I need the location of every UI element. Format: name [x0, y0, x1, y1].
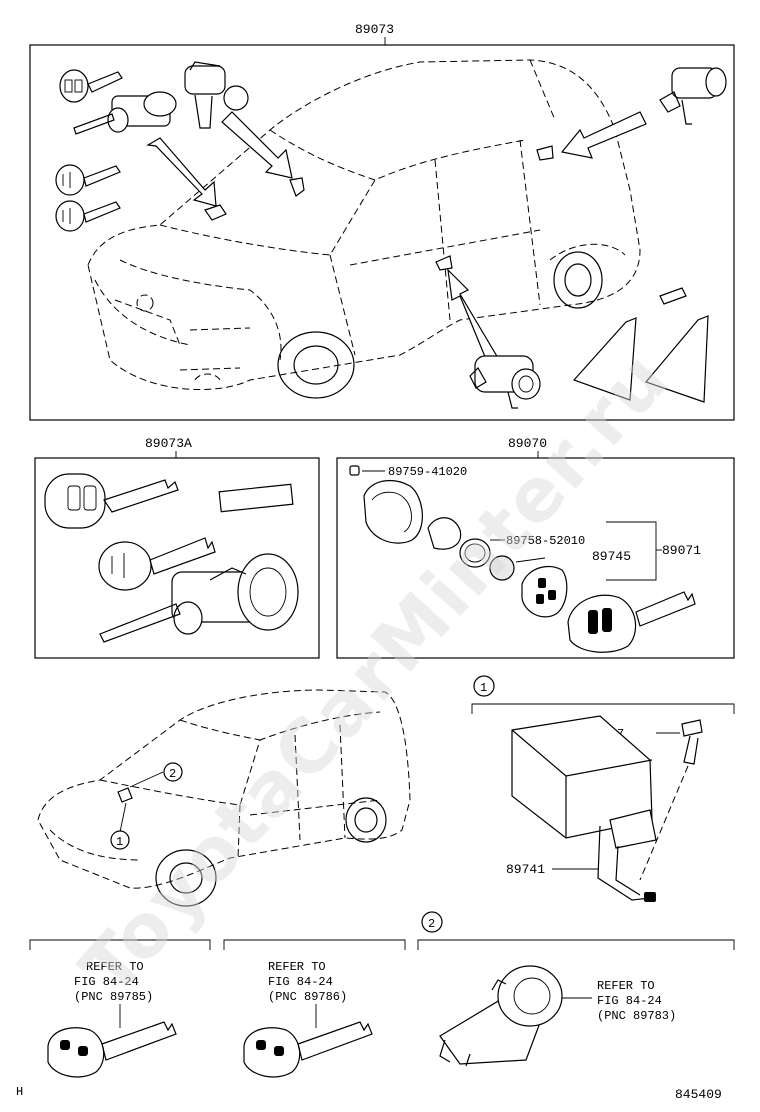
refer-2-line2: FIG 84-24: [268, 975, 333, 989]
section-bottom-strip: 2 REFER TO FIG 84-24 (PNC 89785) REFER T…: [16, 911, 735, 1102]
key-icon: [55, 164, 121, 196]
frame-89070: [336, 457, 735, 659]
triangle-plate-icon: [572, 317, 637, 401]
o-ring-icon: [459, 538, 491, 568]
refer-3-line1: REFER TO: [597, 979, 655, 993]
refer-2-line3: (PNC 89786): [268, 990, 347, 1004]
code-plate-icon: [218, 483, 294, 513]
callout-circle-2: [163, 762, 183, 782]
diagram-code: 845409: [675, 1087, 722, 1102]
detail-circle-1-label: 1: [480, 681, 487, 695]
refer-3-line2: FIG 84-24: [597, 994, 662, 1008]
ignition-cylinder-icon: [73, 91, 177, 135]
key-icon: [47, 1021, 177, 1078]
section-detail-1: 1 90159-60547 89741: [471, 675, 735, 902]
sensor-icon: [117, 787, 133, 803]
callout-circle-1: [110, 830, 130, 850]
ignition-cylinder-icon: [99, 553, 299, 643]
lock-switch-icon: [435, 255, 453, 271]
refer-1-line1: REFER TO: [86, 960, 144, 974]
bracket-refer-1: [29, 939, 211, 950]
arrow-icon: [447, 268, 499, 365]
bracket-detail-2: [417, 939, 735, 950]
refer-note-1: REFER TO FIG 84-24 (PNC 89785): [74, 960, 153, 1028]
key-icon: [243, 1021, 373, 1078]
part-label-89745: 89745: [592, 549, 631, 564]
remote-key-icon: [567, 591, 696, 653]
screw-icon: [349, 465, 360, 476]
key-icon: [59, 69, 123, 103]
remote-case-icon: [427, 517, 462, 550]
control-module-icon: [511, 715, 657, 902]
triangle-plate-icon: [644, 315, 709, 403]
ignition-ring-icon: [439, 965, 563, 1067]
lock-switch-icon: [289, 177, 305, 197]
car-illustration-top: [87, 59, 641, 399]
key-icon: [98, 537, 216, 591]
part-label-89741: 89741: [506, 862, 545, 877]
lock-switch-icon: [536, 145, 554, 161]
key-icon: [55, 200, 121, 232]
refer-1-line3: (PNC 89785): [74, 990, 153, 1004]
bracket-89071: [606, 521, 657, 581]
door-lock-cylinder-icon: [184, 61, 249, 129]
door-cylinder-icon: [469, 355, 541, 409]
section-title-89073A: 89073A: [145, 436, 192, 451]
section-title-89073: 89073: [355, 22, 394, 37]
detail-circle-2: [421, 911, 443, 933]
section-89073: 89073: [29, 22, 735, 421]
remote-key-icon: [44, 473, 179, 529]
callout-label-1: 1: [116, 835, 123, 849]
part-label-89758-52010: 89758-52010: [506, 534, 585, 548]
refer-3-line3: (PNC 89783): [597, 1009, 676, 1023]
lock-switch-icon: [204, 204, 227, 221]
bracket-detail-1: [471, 703, 735, 714]
frame-89073: [29, 44, 735, 421]
remote-cover-icon: [363, 479, 423, 544]
detail-circle-2-label: 2: [428, 917, 435, 931]
arrow-icon: [146, 137, 217, 207]
arrow-icon: [560, 111, 647, 159]
back-door-cylinder-icon: [659, 67, 727, 125]
callout-label-2: 2: [169, 767, 176, 781]
part-label-89759-41020: 89759-41020: [388, 465, 467, 479]
bracket-refer-2: [223, 939, 406, 950]
arrow-icon: [221, 111, 293, 179]
refer-note-2: REFER TO FIG 84-24 (PNC 89786): [268, 960, 347, 1028]
section-89073A: 89073A: [34, 436, 320, 659]
refer-1-line2: FIG 84-24: [74, 975, 139, 989]
refer-2-line1: REFER TO: [268, 960, 326, 974]
bolt-icon: [681, 719, 703, 765]
footer-mark: H: [16, 1085, 23, 1099]
code-plate-icon: [659, 287, 687, 305]
leader-89745: [515, 557, 546, 563]
section-89070: 89070 89759-41020 89758-52010 89745 8907…: [336, 436, 735, 659]
transmitter-board-icon: [521, 565, 568, 618]
frame-89073A: [34, 457, 320, 659]
part-label-89071: 89071: [662, 543, 701, 558]
section-title-89070: 89070: [508, 436, 547, 451]
car-illustration-bottom: 1 2: [37, 689, 411, 907]
battery-icon: [489, 555, 515, 581]
detail-circle-1: [473, 675, 495, 697]
refer-note-3: REFER TO FIG 84-24 (PNC 89783): [597, 979, 676, 1023]
